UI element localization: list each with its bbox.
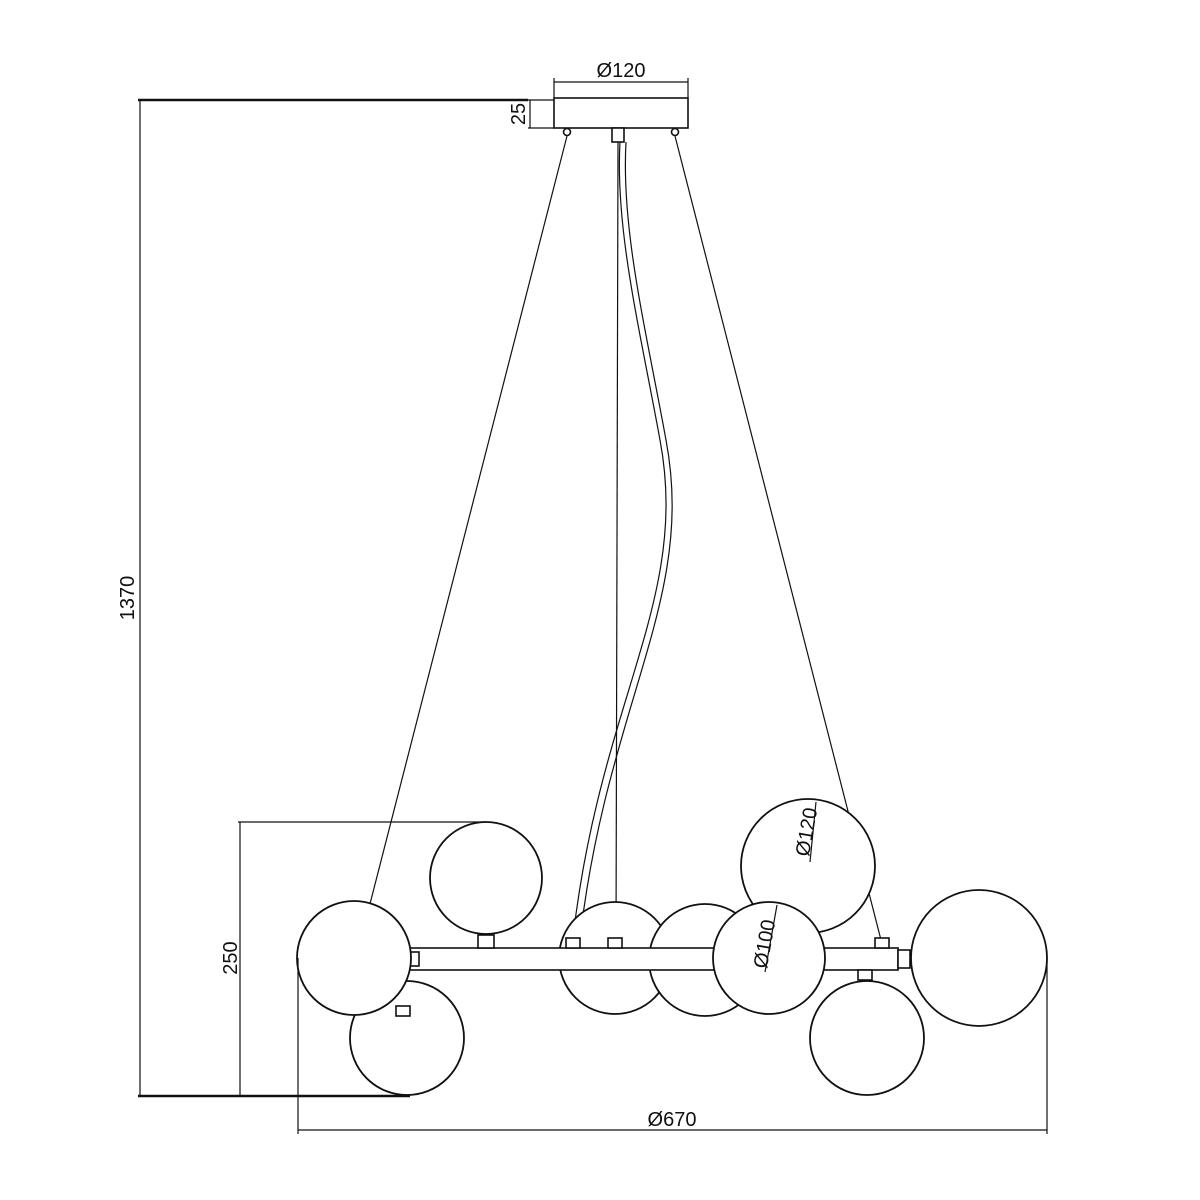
globe-left-end <box>296 900 412 1016</box>
suspension-cables <box>361 135 882 941</box>
front-globes <box>296 889 1048 1027</box>
body-height-dimension: 250 <box>220 821 486 1096</box>
globe-right-end <box>910 889 1048 1027</box>
canopy-height-dimension: 25 <box>508 99 554 129</box>
overall-diameter-dimension: Ø670 <box>297 958 1048 1134</box>
total-height-dimension: 1370 <box>117 98 528 1098</box>
canopy-diameter-label: Ø120 <box>597 60 646 82</box>
globe-bottom-right <box>809 980 925 1096</box>
canopy-height-label: 25 <box>508 103 530 125</box>
overall-diameter-label: Ø670 <box>648 1109 697 1131</box>
globe-front-small <box>712 901 826 1015</box>
body-height-label: 250 <box>220 941 242 974</box>
total-height-label: 1370 <box>117 576 139 621</box>
canopy-diameter-dimension: Ø120 <box>553 60 689 98</box>
ceiling-canopy <box>553 97 689 143</box>
globe-top-left <box>429 821 543 935</box>
rear-globes <box>349 798 925 1096</box>
